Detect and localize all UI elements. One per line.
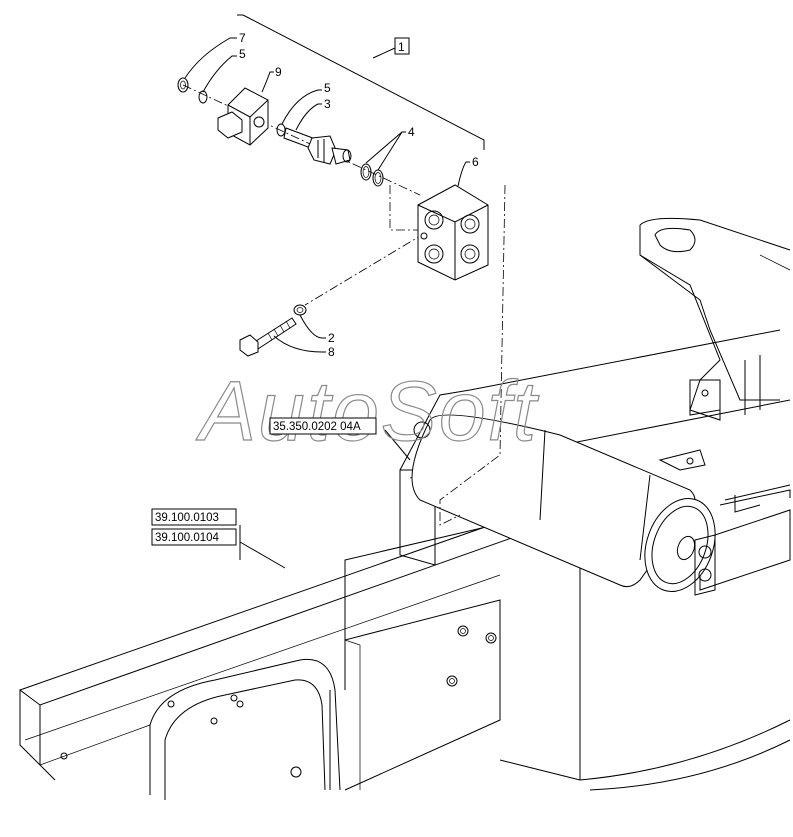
snap-ring-7 [177,77,189,93]
washer-2 [293,304,307,316]
callout-6: 6 [472,155,479,169]
cylinder [411,414,716,596]
coil-9 [217,87,269,146]
seal-5a [198,90,208,104]
callout-2: 2 [328,331,335,345]
reference-main[interactable]: 35.350.0202 04A [269,417,377,435]
seal-5b [276,123,286,137]
valve-cartridge-3 [283,127,352,165]
callout-7: 7 [239,31,246,45]
chassis-frame [18,217,791,800]
ref-39-100-0104[interactable]: 39.100.0104 [155,532,220,544]
reference-group[interactable]: 39.100.0103 39.100.0104 [151,508,237,546]
watermark: AutoSoft [195,364,540,458]
ref-39-100-0103[interactable]: 39.100.0103 [155,512,219,524]
callout-4: 4 [408,125,415,139]
callout-8: 8 [328,345,335,359]
valve-block-6 [417,184,489,281]
exploded-parts [177,77,506,526]
bolt-8 [239,317,297,357]
o-rings-4 [360,163,384,187]
callout-5a: 5 [239,47,246,61]
ref-35-350-0202-04a[interactable]: 35.350.0202 04A [273,421,361,433]
callout-box-1 [394,37,410,55]
callout-9: 9 [275,65,282,79]
leader-lines [184,14,485,569]
callout-5b: 5 [324,81,331,95]
callout-3: 3 [324,97,331,111]
callout-1: 1 [398,40,405,54]
callouts: 1 7 5 9 5 3 4 6 2 8 [239,31,479,359]
